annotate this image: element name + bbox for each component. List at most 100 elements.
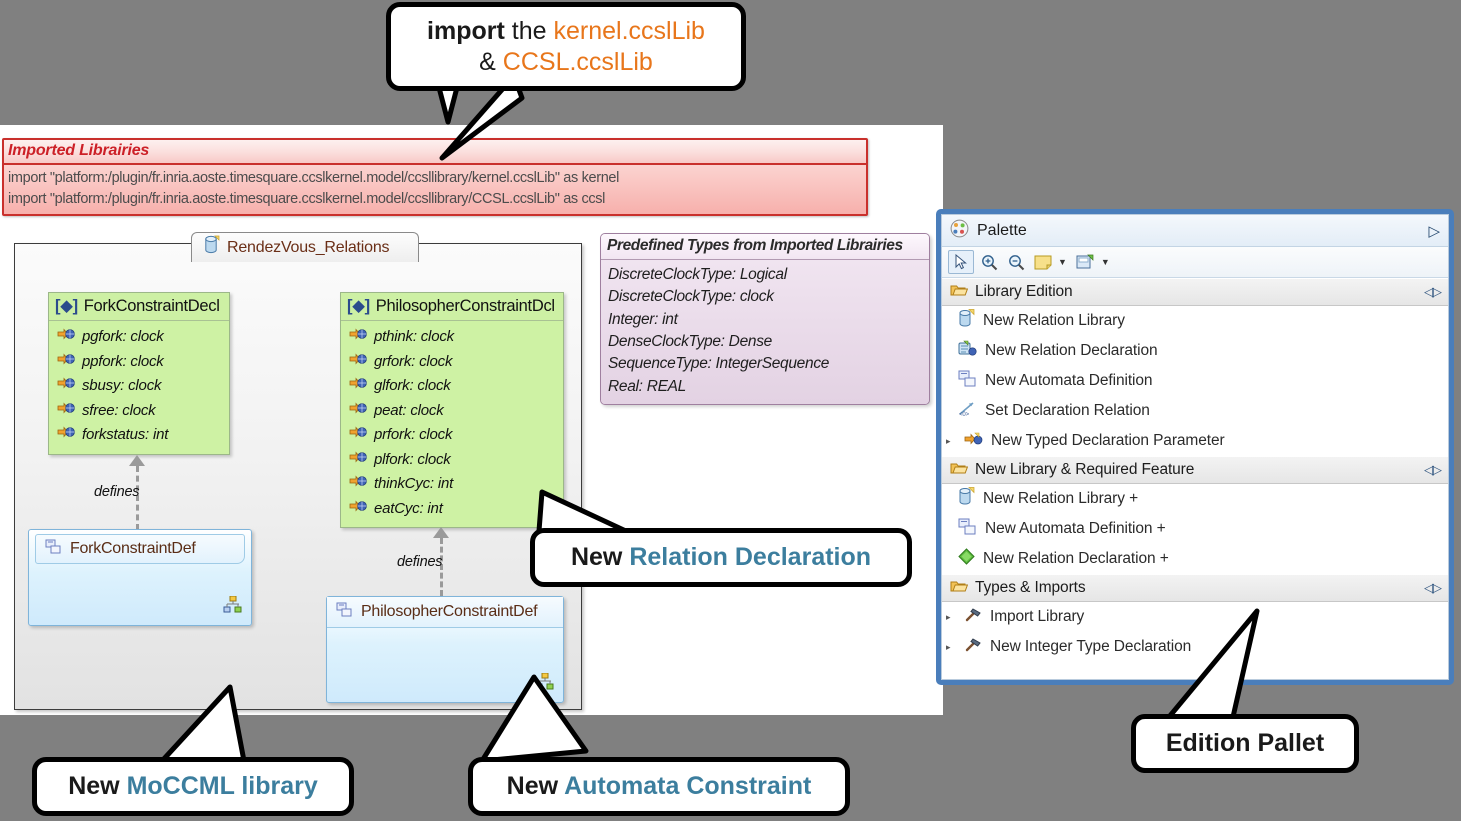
callout-bubble: import the kernel.ccslLib & CCSL.ccslLib: [386, 2, 746, 91]
select-arrow-icon[interactable]: [948, 250, 974, 274]
defines-connector[interactable]: [440, 538, 443, 596]
relation-library-icon: [958, 309, 975, 333]
callout-bold-word: import: [427, 17, 505, 45]
callout-edition-pallet: Edition Pallet: [1131, 608, 1359, 773]
class-attribute-label: prfork: clock: [374, 426, 453, 443]
class-attribute[interactable]: pgfork: clock: [49, 325, 229, 350]
callout-accent: CCSL.ccslLib: [502, 47, 653, 76]
palette-item-label: Import Library: [990, 608, 1085, 625]
zoom-in-icon[interactable]: [977, 251, 1001, 273]
palette-item[interactable]: ▸New Typed Declaration Parameter: [942, 426, 1448, 456]
palette-item-label: New Automata Definition: [985, 372, 1153, 389]
class-attribute-label: sbusy: clock: [82, 377, 162, 394]
attribute-icon: [349, 326, 367, 349]
class-node-philosopher-constraint-dcl[interactable]: [◆] PhilosopherConstraintDcl pthink: clo…: [340, 292, 564, 528]
class-attribute[interactable]: eatCyc: int: [341, 497, 563, 522]
class-attribute[interactable]: plfork: clock: [341, 448, 563, 473]
class-header: [◆] ForkConstraintDecl: [49, 293, 229, 321]
palette-item-label: New Relation Declaration: [985, 342, 1158, 359]
class-attribute[interactable]: sfree: clock: [49, 399, 229, 424]
chevron-down-icon[interactable]: ▼: [1100, 257, 1110, 267]
palette-item[interactable]: New Automata Definition: [942, 366, 1448, 396]
palette-item[interactable]: ▸ Import Library: [942, 602, 1448, 632]
class-header: PhilosopherConstraintDef: [327, 597, 563, 628]
automata-definition-icon: [958, 518, 977, 540]
class-attribute-label: sfree: clock: [82, 401, 156, 419]
predefined-type-line: Real: REAL: [608, 377, 686, 395]
callout-automata-constraint: New Automata Constraint: [468, 674, 850, 816]
zoom-out-icon[interactable]: [1004, 251, 1028, 273]
palette-toolbar[interactable]: ▼ ▼: [942, 247, 1448, 278]
callout-line: Edition Pallet: [1165, 729, 1325, 757]
callout-prefix: New: [68, 772, 120, 800]
generalization-arrowhead: [129, 455, 145, 466]
typed-declaration-parameter-icon: [964, 431, 983, 452]
imported-libraries-box[interactable]: Imported Librairies import "platform:/pl…: [2, 138, 868, 217]
class-attribute[interactable]: ppfork: clock: [49, 350, 229, 375]
palette-item[interactable]: <0>Set Declaration Relation: [942, 396, 1448, 426]
callout-relation-declaration: New Relation Declaration: [530, 489, 912, 587]
generalization-arrowhead: [433, 527, 449, 538]
class-attribute[interactable]: glfork: clock: [341, 374, 563, 399]
class-attribute[interactable]: thinkCyc: int: [341, 472, 563, 497]
defines-connector[interactable]: [136, 466, 139, 530]
imported-libraries-body: import "platform:/plugin/fr.inria.aoste.…: [4, 165, 866, 215]
import-statement: import "platform:/plugin/fr.inria.aoste.…: [8, 190, 606, 207]
chevron-right-icon[interactable]: ▸: [946, 435, 951, 446]
chevron-right-icon[interactable]: ▷: [1428, 222, 1440, 240]
folder-icon: [950, 579, 969, 598]
set-declaration-relation-icon: <0>: [958, 400, 977, 422]
class-attribute[interactable]: grfork: clock: [341, 350, 563, 375]
declaration-stereotype-icon: [◆]: [55, 297, 78, 315]
chevron-right-icon[interactable]: ▸: [946, 611, 951, 622]
palette-drawer-header[interactable]: Types & Imports ◁▷: [942, 574, 1448, 602]
note-icon[interactable]: [1031, 251, 1055, 273]
class-node-fork-constraint-def[interactable]: ForkConstraintDef: [28, 529, 252, 626]
pin-drawer-icon[interactable]: ◁▷: [1424, 462, 1442, 477]
predefined-type-line: DiscreteClockType: clock: [608, 288, 774, 306]
class-attribute-label: ppfork: clock: [82, 352, 164, 370]
pin-drawer-icon[interactable]: ◁▷: [1424, 284, 1442, 299]
predefined-types-note[interactable]: Predefined Types from Imported Librairie…: [600, 233, 930, 405]
palette-item[interactable]: New Automata Definition +: [942, 514, 1448, 544]
attribute-icon: [57, 351, 75, 374]
attribute-icon: [57, 326, 75, 349]
class-attribute[interactable]: peat: clock: [341, 399, 563, 424]
palette-drawer-header[interactable]: Library Edition ◁▷: [942, 278, 1448, 306]
callout-prefix: New: [506, 772, 559, 800]
palette-drawer-header[interactable]: New Library & Required Feature◁▷: [942, 456, 1448, 484]
chevron-down-icon[interactable]: ▼: [1058, 257, 1067, 267]
attribute-icon: [349, 473, 367, 496]
diagram-tab[interactable]: RendezVous_Relations: [191, 232, 419, 262]
class-node-philosopher-constraint-def[interactable]: PhilosopherConstraintDef: [326, 596, 564, 703]
class-attribute[interactable]: prfork: clock: [341, 423, 563, 448]
diagram-editor[interactable]: RendezVous_Relations [◆] ForkConstraintD…: [14, 232, 582, 710]
predefined-type-line: SequenceType: IntegerSequence: [608, 355, 830, 373]
class-name: ForkConstraintDecl: [83, 296, 220, 315]
class-attribute[interactable]: forkstatus: int: [49, 423, 229, 448]
attribute-icon: [57, 400, 75, 423]
palette-title-bar[interactable]: Palette ▷: [942, 215, 1448, 247]
import-statement: import "platform:/plugin/fr.inria.aoste.…: [8, 170, 619, 186]
class-attribute[interactable]: pthink: clock: [341, 325, 563, 350]
attribute-icon: [349, 449, 367, 472]
palette-item[interactable]: New Relation Declaration: [942, 336, 1448, 366]
attribute-icon: [349, 351, 367, 374]
callout-accent: MoCCML library: [126, 772, 318, 800]
class-attribute[interactable]: sbusy: clock: [49, 374, 229, 399]
palette-drawer-label: Types & Imports: [975, 579, 1086, 596]
palette-item[interactable]: ▸New Integer Type Declaration: [942, 632, 1448, 662]
palette-drawer-label: Library Edition: [975, 283, 1073, 300]
imported-libraries-title: Imported Librairies: [4, 140, 866, 165]
note-attachment-icon[interactable]: [1074, 251, 1098, 273]
palette-item[interactable]: New Relation Declaration +: [942, 544, 1448, 574]
class-node-fork-constraint-decl[interactable]: [◆] ForkConstraintDecl pgfork: clock ppfo…: [48, 292, 230, 455]
palette-item[interactable]: New Relation Library: [942, 306, 1448, 336]
chevron-right-icon[interactable]: ▸: [946, 641, 951, 652]
callout-accent: Relation Declaration: [629, 543, 872, 571]
palette-panel[interactable]: Palette ▷ ▼ ▼ Library Edition ◁▷ New Relat…: [936, 209, 1454, 685]
palette-item[interactable]: New Relation Library +: [942, 484, 1448, 514]
pin-drawer-icon[interactable]: ◁▷: [1424, 580, 1442, 595]
